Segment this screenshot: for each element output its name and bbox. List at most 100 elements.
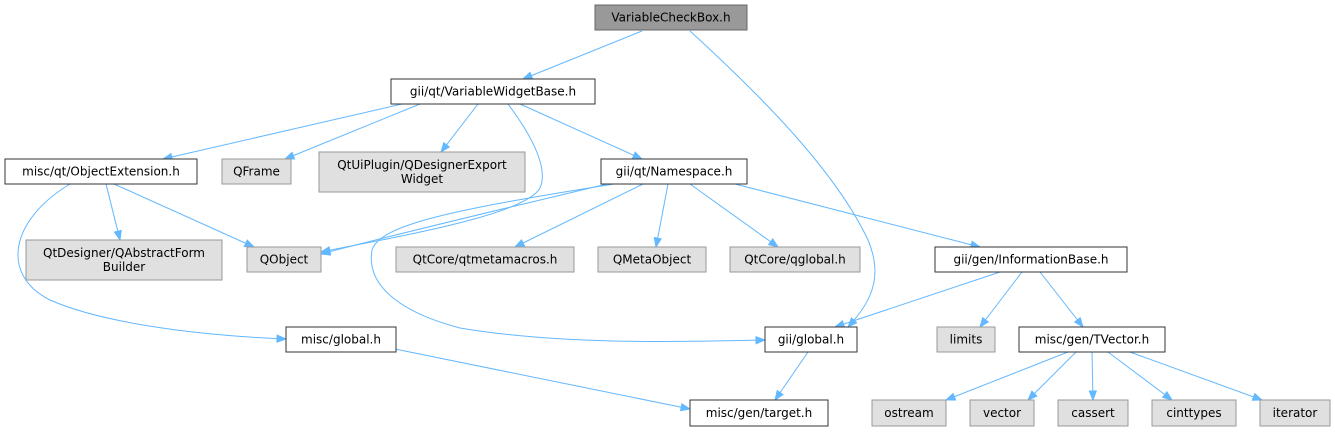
edge-arrowhead xyxy=(521,71,534,80)
node-box xyxy=(221,158,292,185)
edge-tvector-to-vector xyxy=(1027,351,1077,401)
nodes-layer: VariableCheckBox.h gii/qt/VariableWidgetB… xyxy=(4,4,1331,427)
node-label: gii/global.h xyxy=(778,333,844,347)
edge-variablecheckbox-to-variablewidgetbase xyxy=(521,30,643,80)
node-box xyxy=(600,158,748,185)
node-iterator: iterator xyxy=(1259,399,1331,427)
edge-arrowhead xyxy=(513,239,526,248)
edge-objectextension-to-miscglobal xyxy=(17,183,288,343)
node-cassert: cassert xyxy=(1057,399,1129,427)
edge-line xyxy=(17,183,287,340)
node-label: misc/global.h xyxy=(301,333,381,347)
node-variablecheckbox[interactable]: VariableCheckBox.h xyxy=(594,4,748,31)
node-ostream: ostream xyxy=(871,399,947,427)
edge-arrowhead xyxy=(833,319,846,329)
edge-variablewidgetbase-to-qdesignerexportwidget xyxy=(440,103,479,154)
node-label: cinttypes xyxy=(1166,406,1221,420)
node-label: ostream xyxy=(884,406,933,420)
node-cinttypes: cinttypes xyxy=(1151,399,1237,427)
node-label: QObject xyxy=(260,253,309,267)
edge-arrowhead xyxy=(631,151,644,160)
node-giiglobal[interactable]: gii/global.h xyxy=(764,326,858,353)
node-label: QMetaObject xyxy=(613,253,692,267)
edge-line xyxy=(734,183,981,248)
edge-line xyxy=(655,183,669,248)
edge-arrowhead xyxy=(774,389,784,402)
node-tvector[interactable]: misc/gen/TVector.h xyxy=(1018,326,1166,353)
node-box xyxy=(729,246,861,273)
node-label: misc/gen/target.h xyxy=(706,406,812,420)
edge-miscglobal-to-target xyxy=(394,348,692,412)
edge-namespace-to-qmetaobject xyxy=(653,183,669,249)
edge-line xyxy=(522,30,643,80)
node-label: gii/gen/InformationBase.h xyxy=(953,253,1108,267)
node-box xyxy=(1057,399,1129,427)
node-label: iterator xyxy=(1273,406,1318,420)
edge-line xyxy=(370,183,766,343)
edge-line xyxy=(113,183,255,248)
edge-namespace-to-qtmetamacros xyxy=(513,183,644,248)
edge-line xyxy=(1039,271,1084,328)
node-label: gii/qt/Namespace.h xyxy=(616,165,733,179)
node-variablewidgetbase[interactable]: gii/qt/VariableWidgetBase.h xyxy=(390,78,596,105)
edge-arrowhead xyxy=(1161,390,1174,401)
edge-arrowhead xyxy=(944,392,957,401)
edge-giiglobal-to-target xyxy=(774,351,809,402)
edge-objectextension-to-qabstractformbuilder xyxy=(105,183,122,242)
edge-line xyxy=(979,271,1023,328)
edge-line xyxy=(689,183,779,248)
node-informationbase[interactable]: gii/gen/InformationBase.h xyxy=(934,246,1128,273)
node-vector: vector xyxy=(969,399,1035,427)
node-box xyxy=(318,151,526,193)
edge-line xyxy=(834,271,1001,328)
edge-variablewidgetbase-to-qframe xyxy=(283,103,421,160)
node-box xyxy=(1151,399,1237,427)
edge-arrowhead xyxy=(113,229,122,242)
edge-arrowhead xyxy=(755,335,767,345)
node-box xyxy=(597,246,707,273)
node-label: QtCore/qglobal.h xyxy=(744,253,846,267)
node-namespace[interactable]: gii/qt/Namespace.h xyxy=(600,158,748,185)
edge-variablewidgetbase-to-namespace xyxy=(519,103,644,160)
node-qobject: QObject xyxy=(246,246,322,273)
edge-arrowhead xyxy=(1251,392,1264,401)
node-box xyxy=(390,78,596,105)
edge-arrowhead xyxy=(319,247,332,256)
node-label: VariableCheckBox.h xyxy=(611,11,730,25)
edge-tvector-to-iterator xyxy=(1129,351,1264,401)
edge-arrowhead xyxy=(979,316,990,329)
node-label: gii/qt/VariableWidgetBase.h xyxy=(410,85,576,99)
node-qmetaobject: QMetaObject xyxy=(597,246,707,273)
node-label: Builder xyxy=(103,260,146,274)
edge-line xyxy=(440,103,479,153)
node-box xyxy=(395,246,575,273)
node-miscglobal[interactable]: misc/global.h xyxy=(285,326,397,353)
edge-namespace-to-qglobal xyxy=(689,183,780,248)
edge-namespace-to-qobject xyxy=(319,183,608,256)
edge-line xyxy=(945,351,1069,401)
node-box xyxy=(285,326,397,353)
node-box xyxy=(689,399,829,427)
node-target[interactable]: misc/gen/target.h xyxy=(689,399,829,427)
edge-arrowhead xyxy=(283,151,296,160)
node-label: Widget xyxy=(401,172,444,186)
node-label: QtDesigner/QAbstractForm xyxy=(43,246,205,260)
edge-arrowhead xyxy=(440,141,451,154)
edge-arrowhead xyxy=(1073,316,1084,329)
edges-layer xyxy=(17,30,1264,412)
edge-informationbase-to-tvector xyxy=(1039,271,1084,329)
edge-arrowhead xyxy=(653,236,662,249)
node-label: limits xyxy=(950,333,983,347)
node-box xyxy=(764,326,858,353)
node-box xyxy=(594,4,748,31)
node-qglobal: QtCore/qglobal.h xyxy=(729,246,861,273)
node-box xyxy=(25,239,223,281)
edge-line xyxy=(1129,351,1263,401)
node-objectextension[interactable]: misc/qt/ObjectExtension.h xyxy=(4,158,198,185)
node-label: QtUiPlugin/QDesignerExport xyxy=(337,158,507,172)
node-qframe: QFrame xyxy=(221,158,292,185)
node-box xyxy=(1018,326,1166,353)
edge-arrowhead xyxy=(1027,390,1038,401)
node-qtmetamacros: QtCore/qtmetamacros.h xyxy=(395,246,575,273)
